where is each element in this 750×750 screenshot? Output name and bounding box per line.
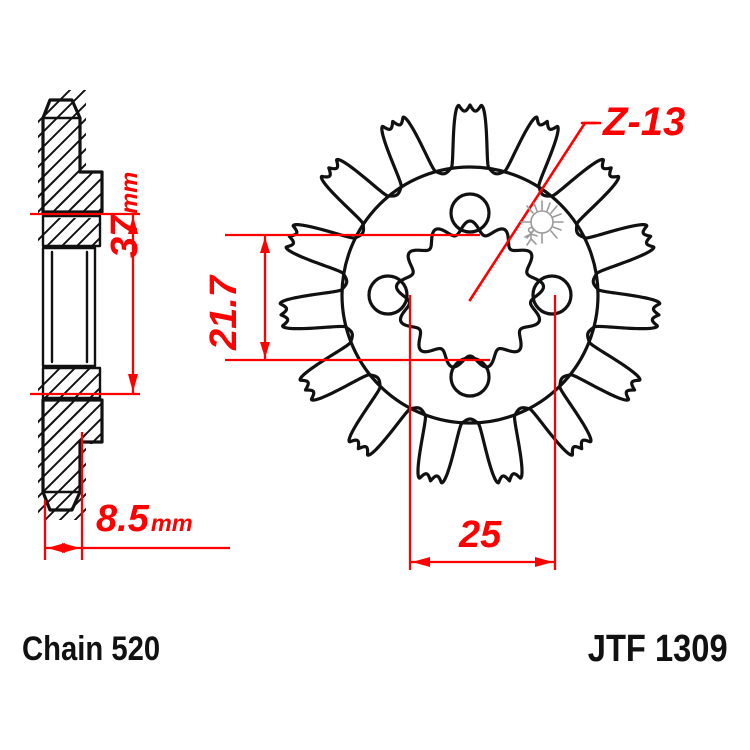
sprocket-teeth: [278, 103, 662, 485]
hatch-lower-rim: [38, 368, 100, 398]
bolt-hole-top: [449, 192, 491, 234]
hatch-lower-boss: [38, 402, 86, 520]
dimension-width-8-5mm: 8.5mm: [96, 498, 193, 540]
bolt-hole-left: [367, 274, 409, 316]
bolt-holes: [367, 192, 573, 398]
dimension-bolt-circle-25: 25: [459, 514, 502, 556]
front-view-dimensions: [225, 233, 557, 570]
web-circle: [340, 165, 600, 425]
bolt-hole-right: [531, 274, 573, 316]
sprocket-front-view: [278, 103, 662, 485]
hatch-upper-flange: [38, 172, 102, 214]
splined-bore-profile: [394, 219, 546, 369]
dimension-thickness-37mm: 37mm: [104, 171, 146, 258]
section-view-dimensions: [30, 212, 230, 560]
bolt-hole-bottom: [449, 356, 491, 398]
section-view-geometry: [38, 90, 104, 520]
sun-figure-watermark: [520, 200, 564, 246]
dimension-bore-21-7: 21.7: [203, 276, 245, 350]
chain-size-caption: Chain 520: [22, 630, 161, 668]
part-number-caption: JTF 1309: [588, 628, 728, 670]
callout-z13: Z-13: [603, 100, 686, 144]
z13-leader: [468, 121, 602, 302]
hatch-upper-rim: [38, 218, 100, 248]
